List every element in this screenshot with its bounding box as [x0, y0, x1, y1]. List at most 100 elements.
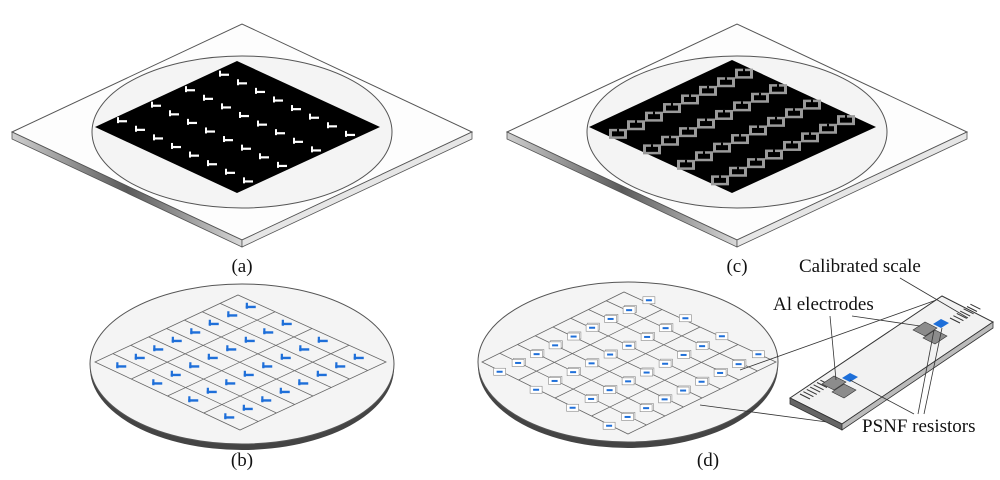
electrode-pad: [783, 140, 801, 151]
mask-openings-a: [117, 70, 355, 184]
device-pad: [622, 341, 635, 350]
device-pad: [566, 368, 580, 376]
al-electrode-left-1: [821, 375, 847, 391]
mask-opening: [219, 70, 229, 77]
callout-psnf-resistors: PSNF resistors: [862, 416, 976, 437]
electrode-pad: [645, 111, 663, 122]
scale-tick: [809, 386, 821, 393]
psnf-resistor: [227, 311, 238, 318]
electrode-pad: [729, 166, 747, 177]
mask-opening: [259, 153, 269, 160]
mask-opening: [257, 120, 267, 127]
psnf-resistor: [262, 362, 273, 369]
psnf-resistor: [242, 404, 253, 411]
electrode-openings-c: [609, 68, 855, 186]
psnf-resistor: [134, 353, 145, 360]
psnf-resistor: [153, 345, 164, 352]
mask-opening: [345, 130, 355, 137]
psnf-resistor: [316, 370, 327, 377]
device-pad: [715, 332, 729, 341]
mask-opening: [273, 96, 283, 103]
psnf-resistor: [208, 319, 219, 326]
psnf-resistor-right: [933, 319, 949, 328]
enlarged-sensor-chip: [789, 295, 994, 431]
electrode-pad: [715, 109, 733, 120]
psnf-resistor: [190, 328, 201, 335]
die-grid-frame: [94, 294, 387, 431]
psnf-resistor: [353, 353, 364, 360]
leader-resistor-right: [923, 327, 943, 415]
electrode-pad: [661, 135, 679, 146]
mask-plate-a-edge-right: [241, 131, 473, 248]
electrode-pad: [681, 94, 699, 105]
al-electrode-right-1: [912, 321, 938, 337]
electrode-pad: [733, 101, 751, 112]
scale-tick: [806, 388, 818, 395]
mask-opening: [187, 118, 197, 125]
scale-tick: [970, 303, 981, 310]
electrode-pad: [765, 149, 783, 160]
mask-opening: [243, 177, 253, 184]
mask-opening: [117, 117, 127, 124]
device-pad: [603, 386, 616, 394]
electrode-pad: [751, 92, 769, 103]
psnf-resistor: [335, 362, 346, 369]
electrode-pad: [711, 175, 729, 186]
psnf-resistor: [261, 396, 272, 403]
device-pad: [548, 341, 562, 350]
device-pad: [640, 333, 654, 341]
electrode-pad: [609, 128, 627, 139]
mask-opening: [153, 134, 163, 141]
mask-opening: [189, 151, 199, 158]
psnf-resistor: [279, 387, 290, 394]
electrode-pad: [767, 116, 785, 127]
device-pad: [530, 350, 543, 358]
psnf-resistor: [298, 379, 309, 386]
device-pad: [677, 351, 690, 359]
device-pad: [658, 359, 672, 368]
psnf-resistor: [225, 379, 236, 386]
mask-opening: [205, 127, 215, 134]
die-grid-frame: [481, 291, 777, 435]
mask-opening: [311, 146, 321, 153]
electrode-pad: [627, 120, 645, 131]
panel-d: Calibrated scale Al electrodes PSNF resi…: [477, 256, 994, 471]
scale-tick: [949, 317, 961, 324]
electrode-pad: [695, 151, 713, 162]
device-pad: [679, 314, 692, 323]
black-mask-area-a: [95, 61, 380, 193]
black-mask-area-c: [589, 60, 876, 193]
electrode-pad: [837, 115, 855, 126]
electrode-pad: [735, 68, 753, 79]
electrode-pad: [803, 99, 821, 110]
psnf-resistor: [152, 379, 163, 386]
psnf-resistor: [226, 345, 237, 352]
die-grid-b: [94, 294, 387, 431]
electrode-pad: [731, 134, 749, 145]
device-pad: [642, 296, 656, 305]
electrode-pad: [819, 123, 837, 134]
zoom-line-top: [739, 297, 943, 371]
electrode-pad: [697, 118, 715, 129]
psnf-resistor: [116, 362, 127, 369]
device-pad: [585, 323, 599, 332]
device-pad: [658, 395, 671, 404]
panel-c: (c): [505, 23, 969, 277]
device-pad: [752, 350, 765, 359]
device-pad: [585, 359, 598, 368]
device-pad: [603, 350, 617, 359]
al-electrode-left-2: [831, 383, 857, 399]
mask-opening: [309, 113, 319, 120]
die-grid-line: [167, 328, 313, 397]
scale-tick: [799, 393, 811, 400]
psnf-resistor: [299, 345, 310, 352]
device-pad: [566, 403, 579, 412]
die-grid-line: [131, 311, 276, 380]
electrode-pad: [749, 125, 767, 136]
device-pad: [511, 359, 525, 367]
caption-c: (c): [726, 256, 747, 277]
mask-opening: [237, 79, 247, 86]
wafer-b: [89, 283, 395, 445]
mask-opening: [171, 142, 181, 149]
